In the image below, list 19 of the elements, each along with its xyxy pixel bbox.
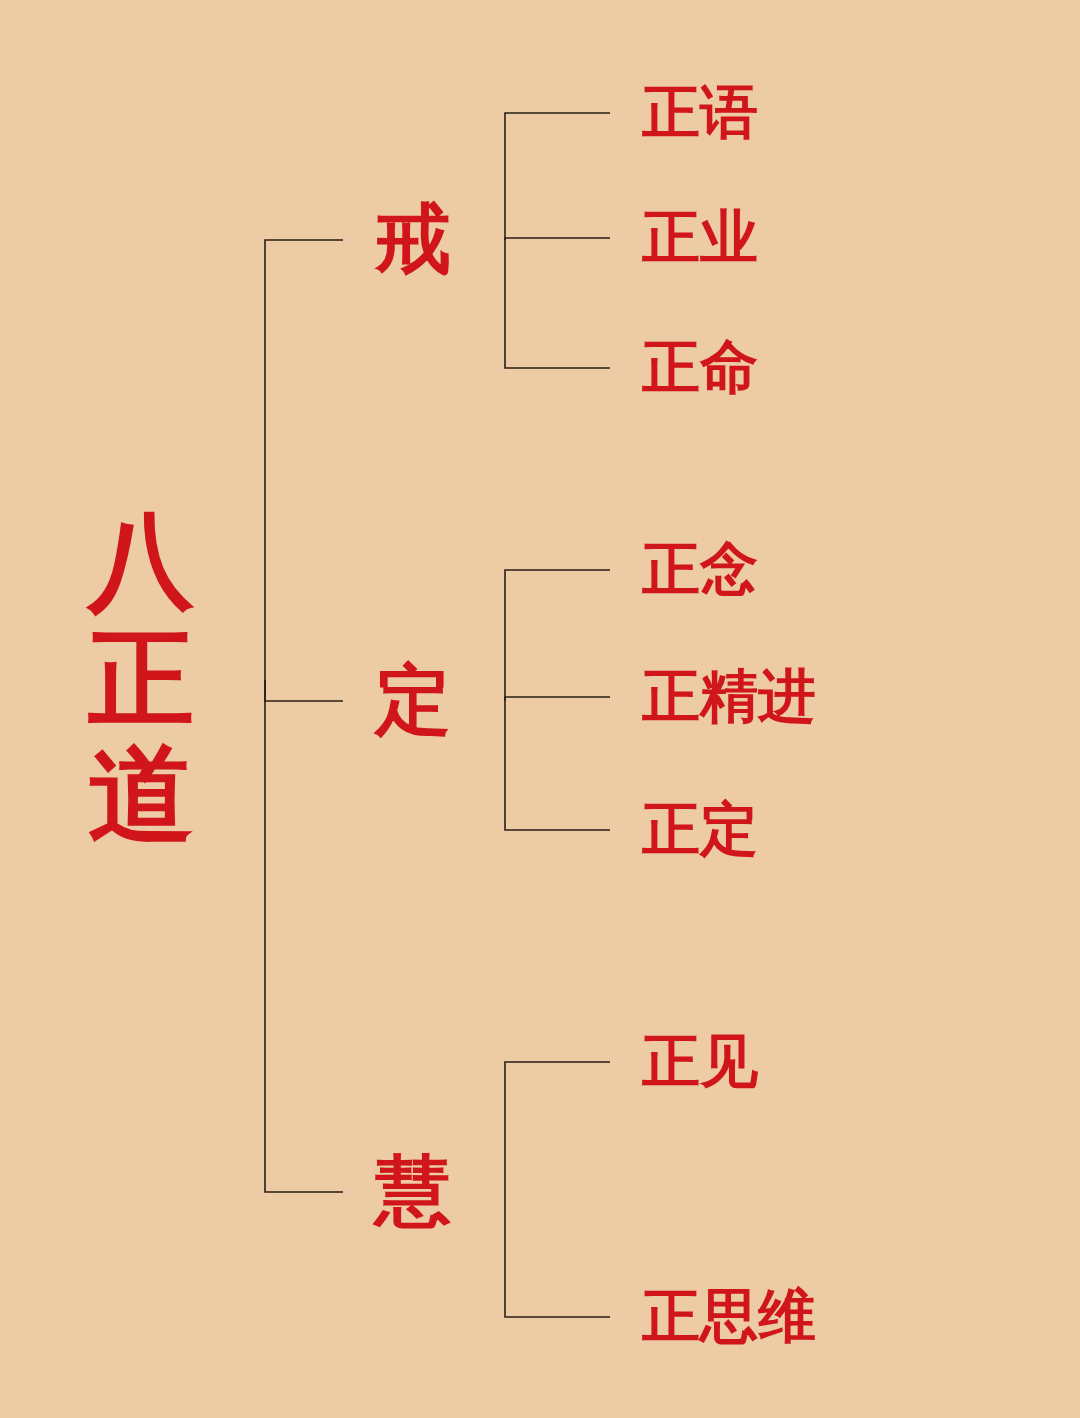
leaf-label: 正命 — [642, 336, 758, 400]
leaf-label: 正业 — [642, 206, 758, 270]
bracket-line — [264, 679, 344, 1193]
leaf-label: 正精进 — [642, 665, 816, 729]
bracket-line — [504, 237, 611, 241]
leaf-label: 正见 — [642, 1030, 758, 1094]
branch-label: 戒 — [375, 198, 451, 282]
bracket-line — [504, 1191, 611, 1318]
bracket-line — [504, 239, 611, 369]
leaf-label: 正语 — [642, 81, 758, 145]
branch-label: 定 — [375, 659, 451, 743]
bracket-line — [504, 696, 611, 702]
leaf-label: 正念 — [642, 538, 758, 602]
leaf-label: 正定 — [642, 798, 758, 862]
root-title: 八正道 — [88, 505, 194, 855]
bracket-line — [264, 239, 344, 681]
bracket-line — [504, 1061, 611, 1193]
bracket-line — [504, 700, 611, 831]
leaf-label: 正思维 — [642, 1285, 816, 1349]
